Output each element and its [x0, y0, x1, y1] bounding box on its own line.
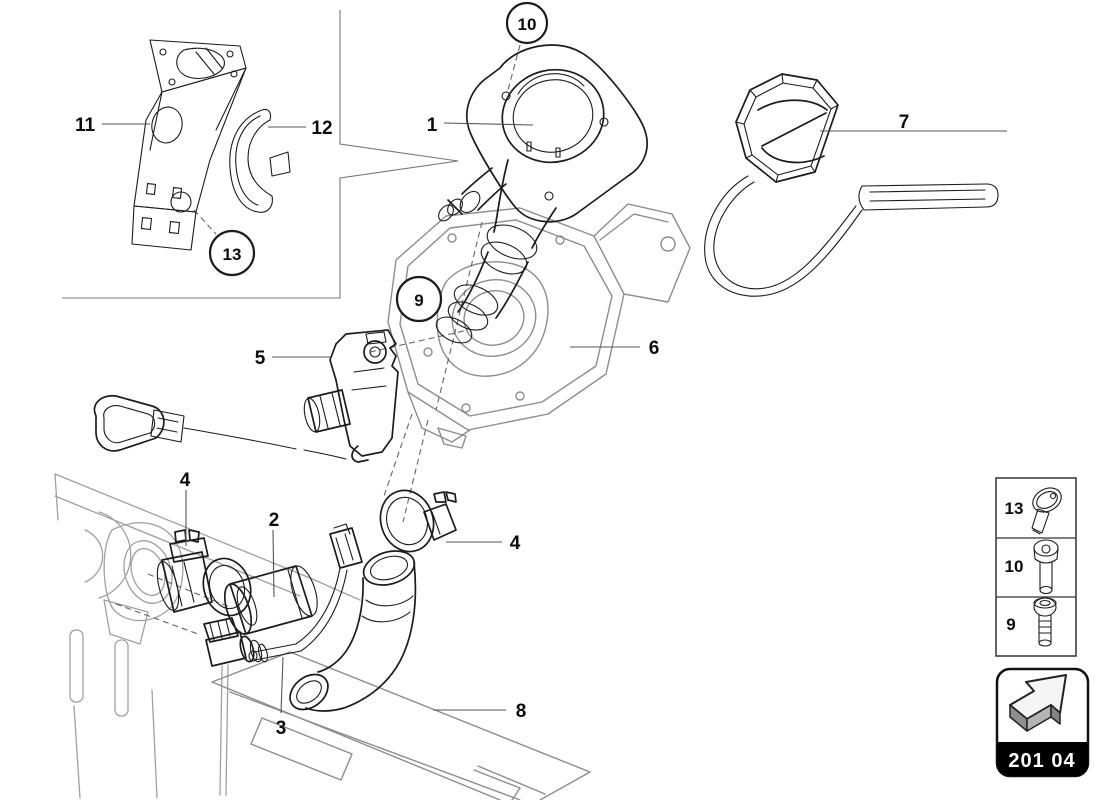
legend-row-9: 9 — [1006, 597, 1057, 647]
callout-7-label: 7 — [899, 112, 910, 133]
clamp-right-drawing — [379, 489, 457, 553]
lanyard-drawing — [93, 394, 347, 460]
callout-9-label: 9 — [414, 291, 423, 310]
callout-11-label: 11 — [75, 115, 96, 136]
callout-12-label: 12 — [311, 118, 332, 139]
callout-1-label: 1 — [427, 115, 438, 136]
fuel-cap-drawing — [704, 73, 999, 297]
arrow-up-right-icon — [1009, 674, 1067, 732]
legend-row-10: 10 — [1005, 539, 1059, 595]
callout-5-label: 5 — [255, 348, 266, 369]
legend-9-label: 9 — [1006, 615, 1015, 634]
leader-lines — [102, 122, 1007, 714]
code-band — [997, 742, 1088, 776]
filler-neck-drawing — [435, 44, 648, 344]
housing-drawing — [387, 203, 691, 449]
legend-10-label: 10 — [1005, 557, 1024, 576]
pan-head-screw-icon — [1033, 597, 1057, 647]
bent-hose-drawing — [289, 550, 417, 712]
section-code-box: 201 04 — [995, 667, 1090, 778]
clamp-sensor-left-drawing — [156, 529, 252, 617]
callout-4a-label: 4 — [180, 470, 191, 491]
legend-row-13: 13 — [1005, 487, 1062, 535]
fastener-legend-table: 13 10 9 — [995, 477, 1077, 657]
callout-13-label: 13 — [223, 245, 242, 264]
bracket-drawing — [131, 39, 247, 251]
callout-13-badge: 13 — [208, 229, 256, 277]
callout-10-badge: 10 — [505, 1, 549, 45]
vent-pipe-drawing — [248, 523, 363, 662]
callout-2-label: 2 — [269, 510, 280, 531]
legend-13-label: 13 — [1005, 499, 1024, 518]
callout-8-label: 8 — [516, 701, 527, 722]
breather-valve-drawing — [303, 329, 399, 463]
assembly-axis-lines — [115, 44, 521, 635]
callout-3-label: 3 — [276, 718, 287, 739]
fuel-tank-drawing — [211, 651, 591, 800]
seal-drawing — [229, 108, 291, 213]
group-boundary-bracket — [62, 10, 459, 299]
callout-10-label: 10 — [518, 15, 537, 34]
pipe-connector-drawing — [203, 617, 269, 667]
shoulder-bolt-icon — [1033, 539, 1059, 595]
oval-head-screw-icon — [1031, 487, 1062, 535]
callout-6-label: 6 — [649, 338, 660, 359]
section-code-label: 201 04 — [1008, 750, 1075, 772]
callout-9-badge: 9 — [395, 275, 443, 323]
callout-4b-label: 4 — [510, 533, 521, 554]
